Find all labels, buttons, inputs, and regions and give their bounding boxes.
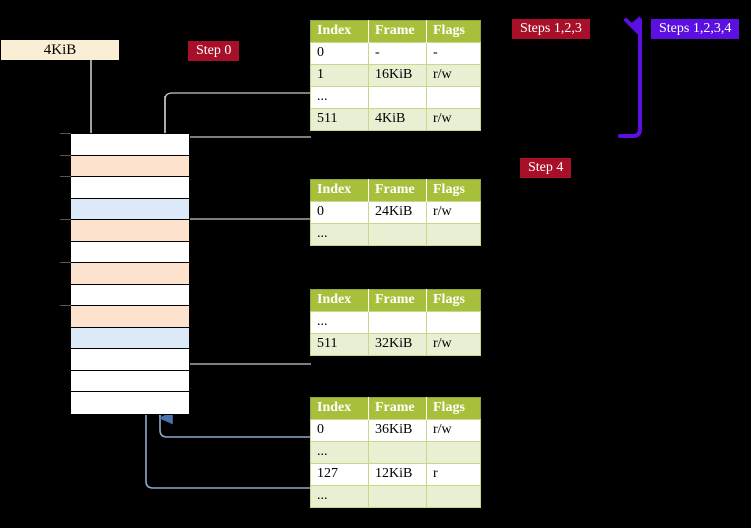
table-cell: 4KiB [368, 108, 427, 131]
table-header-cell: Flags [426, 20, 481, 43]
table-row: ... [310, 441, 481, 464]
table-header-cell: Frame [368, 397, 427, 420]
memory-frame-tick [60, 262, 71, 263]
table-cell [426, 485, 481, 508]
table-row: ... [310, 485, 481, 508]
table-cell: ... [310, 311, 369, 334]
memory-frame-row [60, 305, 189, 328]
table-cell: 24KiB [368, 201, 427, 224]
memory-frame-row [71, 370, 189, 392]
table-header-cell: Index [310, 397, 369, 420]
table-cell [368, 86, 427, 109]
table-cell: r/w [426, 419, 481, 442]
memory-frame-row [71, 327, 189, 349]
table-header-cell: Index [310, 179, 369, 202]
table-cell [426, 311, 481, 334]
connector-table2-to-grid [171, 300, 311, 365]
table-cell: 0 [310, 42, 369, 65]
physical-memory-grid [60, 133, 190, 415]
table-cell: - [426, 42, 481, 65]
table-row: ... [310, 311, 481, 334]
table-cell [426, 223, 481, 246]
table-row: 0-- [310, 42, 481, 65]
table-cell: 32KiB [368, 333, 427, 356]
table-cell: r/w [426, 108, 481, 131]
table-row: ... [310, 223, 481, 246]
table-cell [426, 86, 481, 109]
table-header-cell: Index [310, 20, 369, 43]
table-cell: ... [310, 441, 369, 464]
purple-step-arrow [618, 16, 642, 138]
table-cell: 36KiB [368, 419, 427, 442]
table-header-cell: Frame [368, 179, 427, 202]
table-cell [368, 223, 427, 246]
table-header-cell: Frame [368, 20, 427, 43]
table-cell [426, 441, 481, 464]
table-header-cell: Flags [426, 289, 481, 312]
table-header-cell: Flags [426, 179, 481, 202]
table-cell: 16KiB [368, 64, 427, 87]
memory-frame-tick [60, 154, 71, 156]
table-cell: 1 [310, 64, 369, 87]
table-row: ... [310, 86, 481, 109]
memory-frame-row [71, 198, 189, 220]
table-cell: r/w [426, 333, 481, 356]
memory-frame-row [71, 349, 189, 371]
memory-frame-tick [60, 219, 71, 220]
table-cell [368, 485, 427, 508]
memory-frame-row [60, 154, 189, 177]
memory-frame-row [71, 284, 189, 306]
table-cell: 127 [310, 463, 369, 486]
memory-frame-row [60, 262, 189, 285]
table-cell: r/w [426, 64, 481, 87]
table-cell [368, 441, 427, 464]
table-cell: r/w [426, 201, 481, 224]
table-cell: 511 [310, 108, 369, 131]
table-cell: r [426, 463, 481, 486]
memory-frame-row [60, 133, 189, 156]
memory-frame-tick [60, 305, 71, 306]
badge-steps-1234: Steps 1,2,3,4 [651, 19, 740, 39]
badge-step-4: Step 4 [520, 158, 572, 178]
table-cell: 511 [310, 333, 369, 356]
table-header-cell: Flags [426, 397, 481, 420]
table-cell: ... [310, 223, 369, 246]
memory-frame-tick [60, 176, 71, 177]
badge-step-0: Step 0 [188, 41, 240, 61]
table-cell: 0 [310, 201, 369, 224]
table-cell: 0 [310, 419, 369, 442]
table-cell [368, 311, 427, 334]
memory-frame-row [60, 219, 189, 242]
memory-frame-row [60, 176, 189, 199]
badge-steps-123: Steps 1,2,3 [512, 19, 590, 39]
table-cell: ... [310, 485, 369, 508]
table-cell: 12KiB [368, 463, 427, 486]
frame-size-label: 4KiB [1, 40, 119, 60]
table-cell: - [368, 42, 427, 65]
table-header-cell: Frame [368, 289, 427, 312]
table-cell: ... [310, 86, 369, 109]
memory-frame-tick [60, 133, 71, 134]
memory-frame-row [71, 241, 189, 263]
memory-frame-row [71, 392, 189, 414]
table-header-cell: Index [310, 289, 369, 312]
